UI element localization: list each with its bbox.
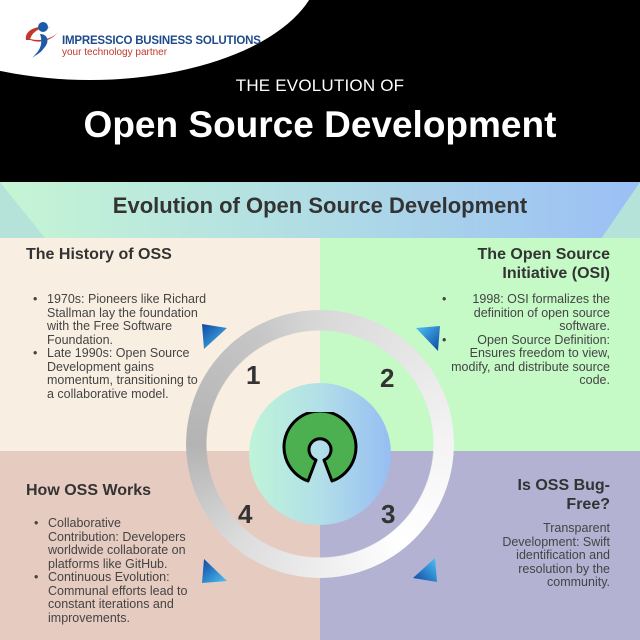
how-works-bullets: Collaborative Contribution: Developers w… [34,516,193,625]
section-title-how-works: How OSS Works [26,482,152,499]
arrow-triangle-icon [202,559,227,583]
center-circle [249,383,391,525]
osi-bullet: Open Source Definition: Ensures freedom … [440,333,610,388]
section-title-history: The History of OSS [26,246,172,263]
step-number-2: 2 [380,363,395,393]
arrow-triangle-icon [202,324,227,349]
bug-free-text: Transparent Development: Swift identific… [502,521,610,589]
how-works-bullet: Collaborative Contribution: Developers w… [34,516,193,571]
header: IMPRESSICO BUSINESS SOLUTIONS your techn… [0,0,640,182]
company-logo-icon [25,22,58,58]
how-works-bullet: Continuous Evolution: Communal efforts l… [34,570,193,625]
osi-bullet: 1998: OSI formalizes the definition of o… [440,292,610,334]
history-bullets: 1970s: Pioneers like Richard Stallman la… [33,292,207,401]
open-source-initiative-icon [282,412,358,483]
arrow-triangle-icon [413,558,437,582]
arrow-triangle-icon [416,326,440,351]
section-title-bug-free: Is OSS Bug-Free? [517,477,610,513]
osi-bullets: 1998: OSI formalizes the definition of o… [440,292,610,388]
step-number-1: 1 [246,360,261,390]
brand: IMPRESSICO BUSINESS SOLUTIONS your techn… [62,35,261,58]
history-bullet: 1970s: Pioneers like Richard Stallman la… [33,292,207,347]
banner [0,182,640,238]
history-bullet: Late 1990s: Open Source Development gain… [33,346,207,401]
page-title: Open Source Development [83,104,557,145]
company-name: IMPRESSICO BUSINESS SOLUTIONS [62,35,261,47]
step-number-3: 3 [381,499,396,529]
page-subtitle: THE EVOLUTION OF [235,76,405,95]
section-title-osi: The Open Source Initiative (OSI) [477,246,610,282]
banner-title: Evolution of Open Source Development [112,193,528,218]
company-tagline: your technology partner [62,47,168,58]
step-number-4: 4 [238,499,253,529]
